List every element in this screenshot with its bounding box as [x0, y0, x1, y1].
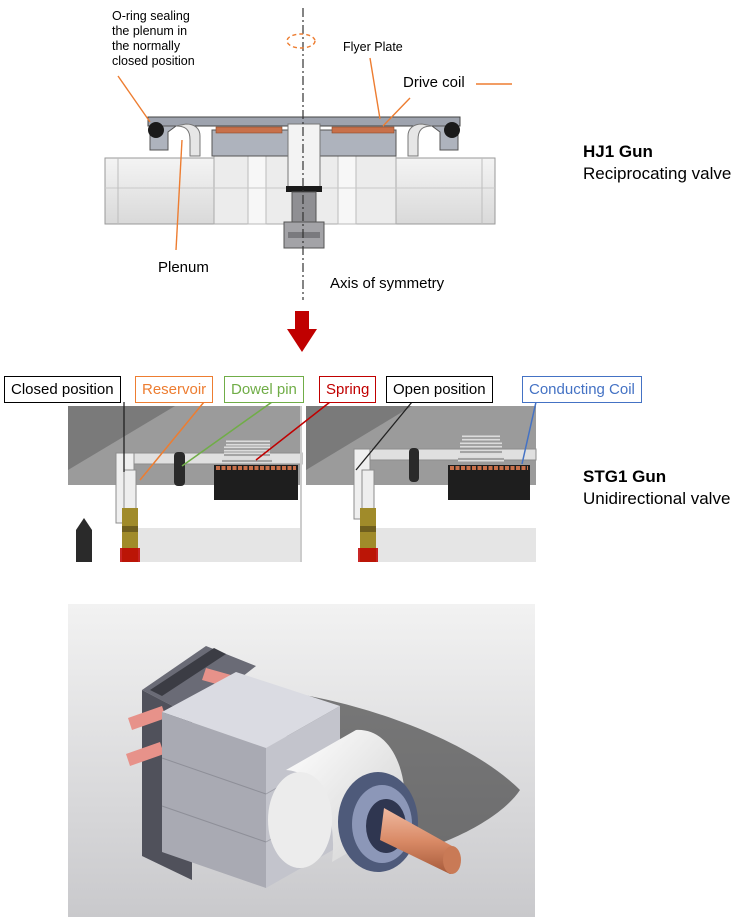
flyer-plate-label: Flyer Plate	[343, 40, 403, 54]
middle-leader-lines	[123, 401, 537, 481]
base-left-block	[104, 157, 216, 225]
hj1-gun-title: HJ1 Gun	[583, 142, 653, 161]
closed-position-label: Closed position	[4, 376, 121, 403]
base-right-block	[394, 157, 496, 225]
oring-left	[148, 122, 164, 138]
down-arrow-icon	[287, 311, 317, 352]
stg1-closed-view	[68, 406, 303, 562]
hj1-valve-type: Reciprocating valve	[583, 164, 732, 183]
stg1-valve-type: Unidirectional valve	[583, 489, 731, 508]
drive-coil-label: Drive coil	[403, 74, 465, 91]
rotation-icon	[286, 33, 316, 49]
hj1-cross-section	[104, 8, 512, 300]
dowel-pin-label: Dowel pin	[224, 376, 304, 403]
spring-label: Spring	[319, 376, 377, 403]
plenum-label: Plenum	[158, 259, 209, 276]
stg1-open-view	[306, 406, 537, 562]
drive-coil-right	[331, 126, 395, 134]
axis-label: Axis of symmetry	[330, 275, 445, 292]
conducting-coil-label: Conducting Coil	[522, 376, 642, 403]
open-position-label: Open position	[386, 376, 493, 403]
drive-coil-left	[215, 126, 283, 134]
oring-label: O-ring sealing the plenum in the normall…	[112, 9, 195, 68]
stg1-3d-render	[68, 604, 535, 917]
oring-right	[444, 122, 460, 138]
reservoir-label: Reservoir	[135, 376, 214, 403]
stg1-gun-title: STG1 Gun	[583, 467, 667, 486]
